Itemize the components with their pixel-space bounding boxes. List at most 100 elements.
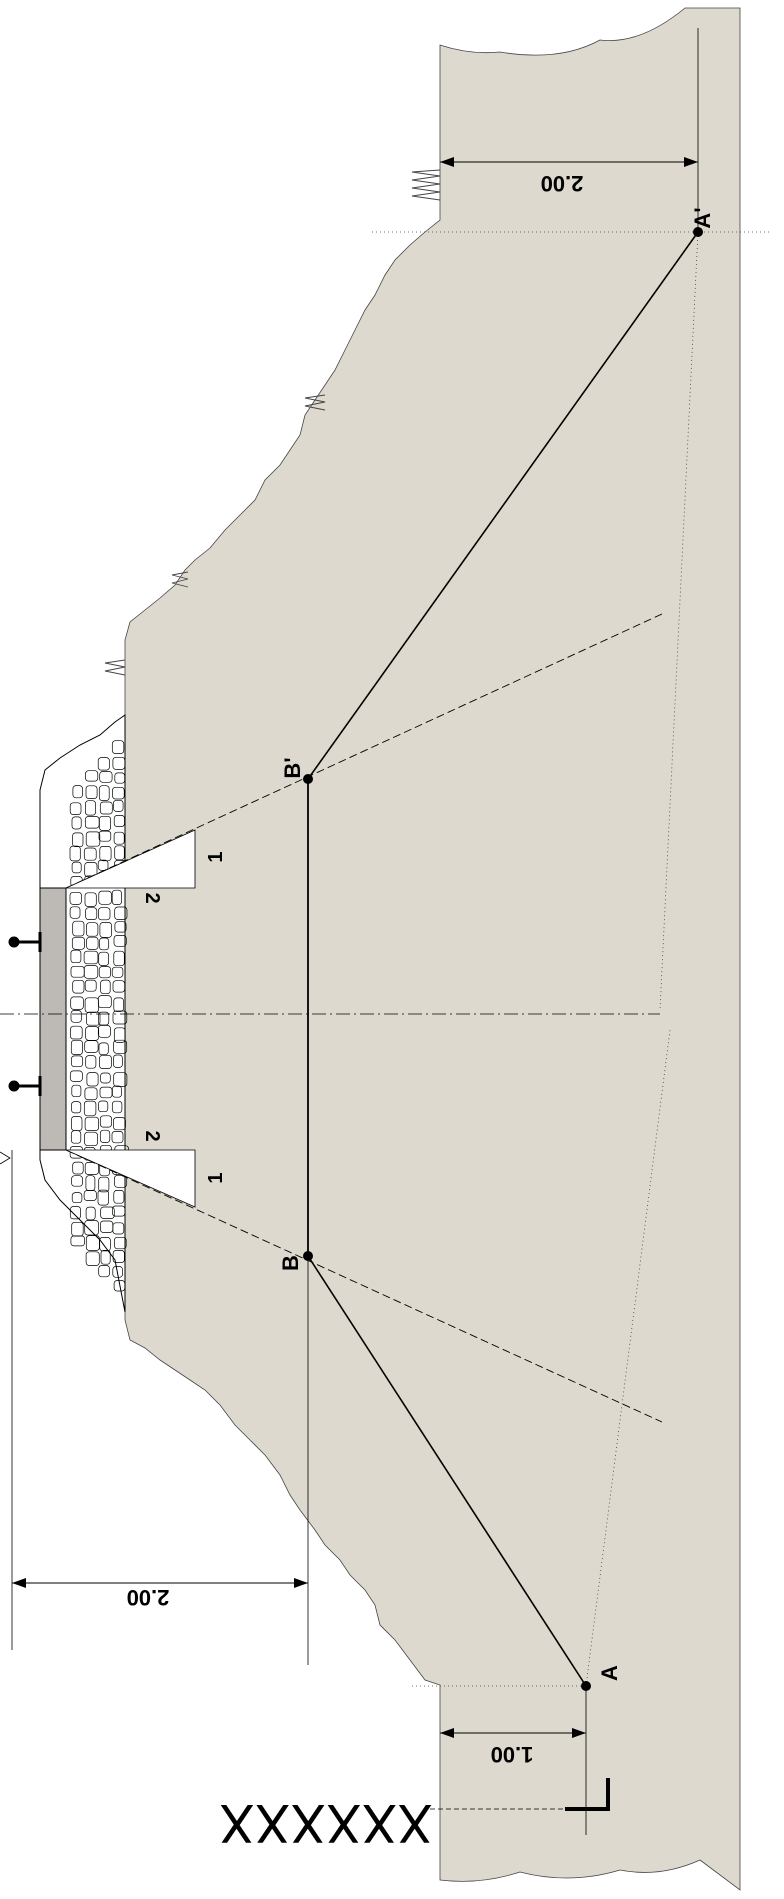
ballast-stone (70, 1130, 82, 1144)
ballast-stone (71, 1084, 82, 1098)
ballast-stone (97, 1025, 111, 1038)
ballast-stone (85, 785, 98, 799)
ballast-stone (99, 801, 113, 815)
ballast-stone (85, 907, 98, 920)
ballast-stone (85, 1251, 100, 1266)
ground-body (124, 7, 741, 1891)
ballast-stone (100, 1206, 115, 1219)
ballast-stone (69, 906, 81, 919)
ballast-stone (113, 799, 124, 812)
break-mark-4 (104, 659, 126, 676)
ballast-stone (84, 1087, 98, 1101)
ballast-stone (84, 979, 97, 992)
ballast-stone (113, 950, 125, 967)
ballast-stone (97, 859, 109, 871)
ballast-stone (70, 1039, 83, 1055)
ballast-stone (112, 756, 126, 770)
ballast-stone (98, 1100, 109, 1113)
ballast-stone (85, 1206, 96, 1221)
ballast-stone (70, 996, 84, 1010)
ballast-stone (84, 1040, 99, 1053)
ballast-stone (84, 892, 97, 907)
ballast-stone (83, 950, 99, 965)
ballast-stone (112, 786, 125, 800)
ballast-stone (99, 1086, 113, 1099)
slope-lower-1: 1 (205, 1172, 227, 1183)
ballast-stone (114, 921, 127, 933)
dim-bottom-value: 1.00 (491, 1742, 534, 1767)
ballast-stone (86, 922, 99, 937)
ballast-stone (71, 936, 85, 950)
ballast-stone (71, 1175, 83, 1187)
point-b-prime (303, 774, 313, 784)
line-b-a (307, 1255, 587, 1687)
sleeper (39, 887, 67, 1151)
rail-right (8, 1076, 42, 1096)
ballast-stone (69, 1206, 81, 1220)
ballast-stone (99, 1129, 111, 1143)
ballast-stone (84, 1162, 99, 1175)
ballast-stone (112, 980, 126, 993)
ballast-stone (98, 830, 112, 842)
slope-line-upper (65, 613, 663, 889)
ballast-stone (113, 1190, 125, 1204)
ballast-stone (100, 979, 111, 995)
ballast-stone (69, 1070, 83, 1082)
section-marker (565, 1778, 610, 1811)
ballast-stone (98, 1265, 110, 1278)
ballast-stone (85, 1026, 100, 1041)
ballast-stone (99, 1115, 112, 1128)
ballast-stone (111, 966, 124, 978)
ballast-stone (111, 740, 125, 754)
ballast-stone (99, 1237, 111, 1252)
break-mark-3 (171, 571, 189, 588)
label-b: B (278, 1255, 303, 1271)
ballast-stone (98, 890, 112, 905)
ballast-stone (86, 1011, 101, 1026)
ballast-stone (98, 785, 110, 801)
ballast-stone (97, 1189, 109, 1206)
ballast-stone (113, 1117, 126, 1131)
dim-top (440, 157, 698, 167)
ballast-stone (100, 1072, 111, 1084)
ballast-stone (83, 847, 97, 861)
ballast-stone (70, 949, 82, 964)
ballast-stones (69, 740, 129, 1292)
ballast-stone (112, 1010, 128, 1025)
ballast-stone (112, 1250, 125, 1263)
ballast-stone (114, 906, 128, 920)
ballast-stone (114, 772, 126, 784)
ballast-stone (70, 1235, 85, 1247)
ballast-stone (85, 770, 99, 782)
ballast-stone (112, 1205, 126, 1217)
point-a (581, 1681, 591, 1691)
ballast-stone (98, 951, 109, 966)
point-b (303, 1251, 313, 1261)
ballast-stone (83, 1190, 97, 1201)
ballast-stone (112, 1222, 125, 1235)
ballast-stone (71, 1192, 83, 1204)
ballast-stone (85, 1055, 97, 1069)
ballast-stone (99, 771, 113, 783)
ballast-stone (97, 995, 112, 1009)
ballast-stone (113, 935, 127, 947)
ballast-stone (85, 831, 101, 847)
ballast-stone (83, 1100, 97, 1117)
ballast-stone (98, 1176, 110, 1193)
ballast-stone (84, 1220, 99, 1236)
ballast-stone (85, 800, 96, 816)
slope-triangle-upper (65, 829, 196, 889)
dim-left-value: 2.00 (127, 1585, 170, 1610)
ballast-stone (113, 1054, 123, 1068)
ballast-stone (98, 1042, 109, 1056)
ballast-stone (69, 802, 82, 815)
dim-bottom (440, 1728, 586, 1738)
line-a-prime-b-prime (307, 231, 699, 780)
ballast-stone (98, 907, 111, 921)
slope-lower-2: 2 (141, 1130, 163, 1141)
ballast-stone (72, 832, 84, 848)
dim-top-value: 2.00 (541, 171, 584, 196)
ballast-stone (99, 922, 112, 938)
ballast-stone (71, 816, 82, 830)
